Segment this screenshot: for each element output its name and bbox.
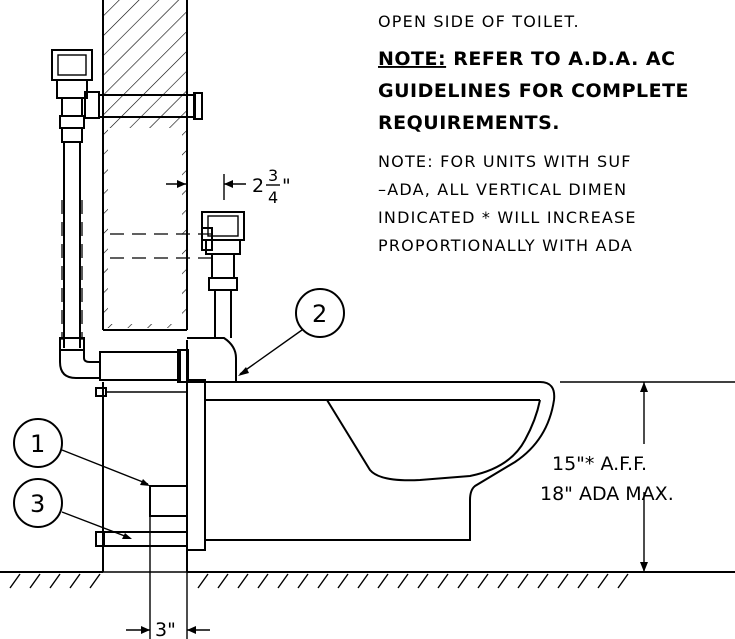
bottom-offset-label: 3" xyxy=(155,619,176,639)
note-ada-line1: NOTE: REFER TO A.D.A. AC xyxy=(378,48,676,70)
hidden-lines xyxy=(61,200,212,340)
note-units-line3: INDICATED * WILL INCREASE xyxy=(378,208,637,227)
bottom-dimension: 3" xyxy=(126,516,210,639)
notes: OPEN SIDE OF TOILET. NOTE: REFER TO A.D.… xyxy=(378,12,689,255)
note-ada-rest: REFER TO A.D.A. AC xyxy=(446,48,675,70)
offset-dimension: 2 3 4 " xyxy=(166,166,291,207)
offset-numerator: 3 xyxy=(268,166,278,185)
note-units-line1: NOTE: FOR UNITS WITH SUF xyxy=(378,152,632,171)
ada-max-label: 18" ADA MAX. xyxy=(540,483,674,505)
lower-flush-valve xyxy=(201,211,245,338)
toilet-bowl xyxy=(186,337,556,551)
callout-3: 3 xyxy=(13,478,132,539)
callout-2-label: 2 xyxy=(312,300,327,328)
note-prefix: NOTE: xyxy=(378,48,446,70)
note-units-line2: –ADA, ALL VERTICAL DIMEN xyxy=(378,180,627,199)
callout-2: 2 xyxy=(238,288,345,376)
note-open-side: OPEN SIDE OF TOILET. xyxy=(378,12,580,31)
note-units-line4: PROPORTIONALLY WITH ADA xyxy=(378,236,633,255)
height-label: 15"* A.F.F. xyxy=(552,453,647,475)
floor xyxy=(0,571,735,589)
note-ada-line2: GUIDELINES FOR COMPLETE xyxy=(378,80,689,102)
offset-whole: 2 xyxy=(252,175,264,197)
offset-denominator: 4 xyxy=(268,188,278,207)
offset-unit: " xyxy=(282,175,291,197)
height-dimension: 15"* A.F.F. 18" ADA MAX. xyxy=(540,381,735,572)
callout-1: 1 xyxy=(13,418,150,486)
mounting-bolts xyxy=(95,387,188,547)
upper-flush-valve xyxy=(51,49,203,383)
callout-3-label: 3 xyxy=(30,490,45,518)
note-ada-line3: REQUIREMENTS. xyxy=(378,112,560,134)
wall-section xyxy=(102,0,188,572)
callout-1-label: 1 xyxy=(30,430,45,458)
